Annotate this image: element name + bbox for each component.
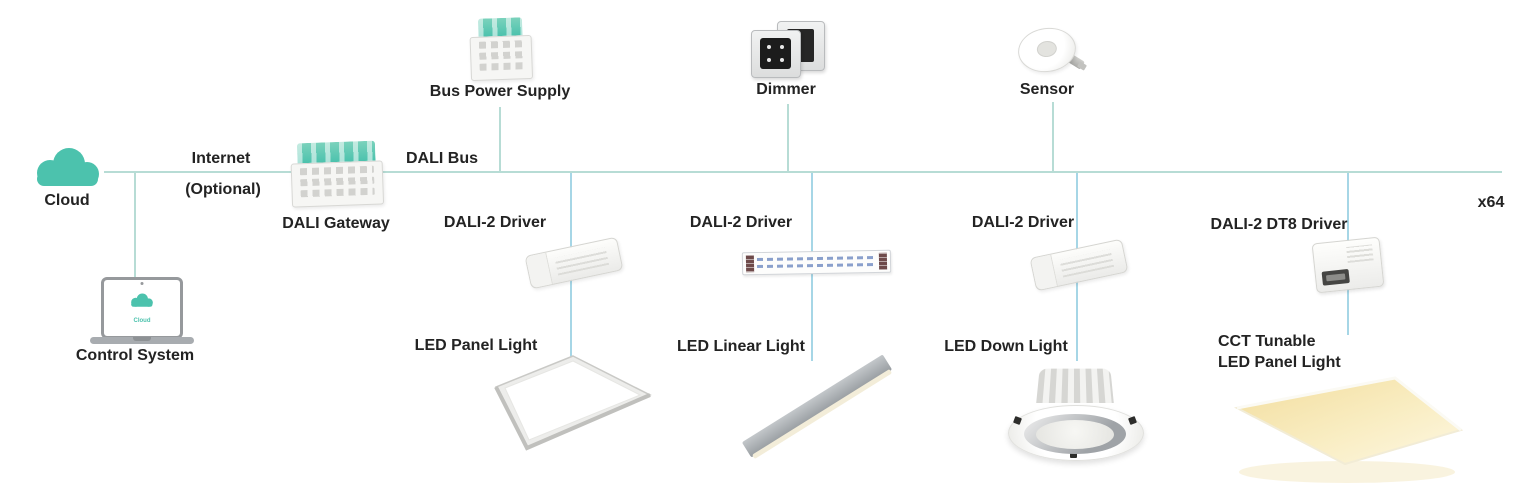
bus-power-supply-icon [469, 17, 534, 82]
bus-power-supply-body [469, 34, 534, 82]
cloud-gateway-line [104, 171, 292, 173]
bus-power-supply-label: Bus Power Supply [429, 83, 571, 100]
branch-3-light-label: LED Down Light [944, 338, 1068, 355]
laptop-icon: Cloud [90, 277, 194, 347]
cct-tunable-panel-icon [1233, 376, 1464, 483]
internet-optional-label: (Optional) [185, 181, 261, 198]
laptop-camera-dot [140, 282, 144, 285]
dali-gateway-label: DALI Gateway [282, 215, 390, 232]
bus-power-supply-teal-cap [477, 17, 523, 37]
branch-2-driver-icon [741, 249, 892, 276]
dimmer-icon [751, 21, 829, 79]
dimmer-drop-line [787, 104, 789, 171]
cloud-label: Cloud [44, 192, 90, 209]
branch-4-light-label-line2: LED Panel Light [1218, 354, 1341, 371]
control-system-drop-line [134, 173, 136, 277]
branch-1-driver-label: DALI-2 Driver [443, 214, 547, 231]
sensor-tip [1077, 61, 1087, 71]
branch-1-driver-icon [524, 236, 624, 290]
dali-bus-label: DALI Bus [406, 150, 478, 167]
dimmer-front-plate [751, 30, 801, 78]
laptop-notch [133, 337, 151, 341]
branch-2-driver-label: DALI-2 Driver [689, 214, 793, 231]
branch-4-light-label-line1: CCT Tunable [1218, 333, 1316, 350]
sensor-label: Sensor [1019, 81, 1075, 98]
led-linear-light-icon [741, 354, 893, 460]
sensor-icon [1015, 24, 1087, 78]
sensor-drop-line [1052, 102, 1054, 171]
led-panel-light-icon [494, 355, 652, 451]
dali-gateway-icon [290, 140, 385, 208]
downlight-heatsink [1036, 368, 1114, 403]
gateway-body [290, 160, 385, 208]
control-system-label: Control System [75, 347, 195, 364]
laptop-screen: Cloud [101, 277, 183, 339]
led-down-light-icon [1008, 365, 1144, 463]
laptop-screen-caption: Cloud [133, 318, 151, 324]
laptop-cloud-icon [131, 293, 153, 307]
bus-power-supply-drop-line [499, 107, 501, 171]
bus-device-count-label: x64 [1477, 194, 1505, 211]
sensor-dome [1015, 24, 1079, 76]
linear-light-glow-edge [752, 369, 893, 460]
cloud-icon [37, 148, 99, 186]
branch-3-driver-label: DALI-2 Driver [971, 214, 1075, 231]
downlight-diffuser [1036, 420, 1114, 449]
dimmer-label: Dimmer [756, 81, 816, 98]
dali-bus-line [382, 171, 1502, 173]
internet-label: Internet [191, 150, 251, 167]
branch-4-driver-label: DALI-2 DT8 Driver [1210, 216, 1348, 233]
branch-3-driver-icon [1029, 238, 1129, 292]
branch-4-driver-icon [1311, 236, 1385, 294]
branch-2-light-label: LED Linear Light [677, 338, 805, 355]
gateway-teal-cap [296, 140, 376, 164]
branch-1-light-label: LED Panel Light [414, 337, 538, 354]
